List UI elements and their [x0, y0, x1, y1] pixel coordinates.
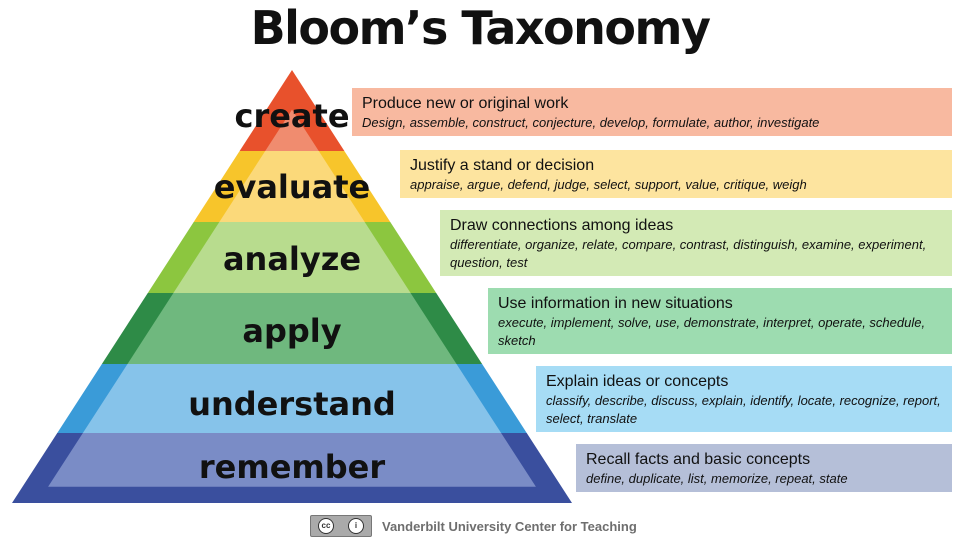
description-box-analyze: Draw connections among ideas differentiat…	[440, 210, 952, 276]
pyramid-band-fill	[219, 151, 365, 222]
description-box-understand: Explain ideas or concepts classify, descr…	[536, 366, 952, 432]
description-verbs: Design, assemble, construct, conjecture,…	[362, 115, 820, 130]
pyramid-level-understand: understand	[57, 364, 527, 433]
pyramid-band-fill	[82, 364, 502, 433]
description-verbs: classify, describe, discuss, explain, id…	[546, 393, 941, 426]
pyramid-level-analyze: analyze	[147, 222, 437, 293]
pyramid-band-fill	[173, 222, 411, 293]
pyramid-band-fill	[265, 109, 319, 151]
description-verbs: differentiate, organize, relate, compare…	[450, 237, 927, 270]
pyramid-label-apply: apply	[242, 312, 341, 350]
description-main: Produce new or original work	[362, 95, 569, 112]
description-main: Recall facts and basic concepts	[586, 451, 811, 468]
description-box-remember: Recall facts and basic concepts define, d…	[576, 444, 952, 492]
page-title: Bloom’s Taxonomy	[250, 1, 711, 55]
description-main: Draw connections among ideas	[450, 217, 674, 234]
footer-credit: Vanderbilt University Center for Teachin…	[382, 518, 637, 534]
description-verbs: define, duplicate, list, memorize, repea…	[586, 471, 848, 486]
description-box-evaluate: Justify a stand or decision appraise, arg…	[400, 150, 952, 198]
description-main: Explain ideas or concepts	[546, 373, 729, 390]
description-verbs: execute, implement, solve, use, demonstr…	[498, 315, 926, 348]
description-main: Justify a stand or decision	[410, 157, 595, 174]
description-box-apply: Use information in new situations execute…	[488, 288, 952, 354]
pyramid-label-create: create	[234, 97, 349, 135]
pyramid-level-remember: remember	[12, 433, 572, 503]
description-verbs: appraise, argue, defend, judge, select, …	[410, 177, 807, 192]
pyramid-band-fill	[48, 433, 536, 487]
pyramid-label-remember: remember	[199, 448, 385, 486]
pyramid-label-understand: understand	[188, 385, 396, 423]
pyramid-level-create: create	[234, 70, 350, 151]
pyramid-label-analyze: analyze	[223, 240, 361, 278]
pyramid-band-fill	[127, 293, 457, 364]
description-main: Use information in new situations	[498, 295, 733, 312]
pyramid-level-apply: apply	[101, 293, 483, 364]
pyramid-label-evaluate: evaluate	[214, 168, 371, 206]
pyramid-level-evaluate: evaluate	[193, 151, 391, 222]
